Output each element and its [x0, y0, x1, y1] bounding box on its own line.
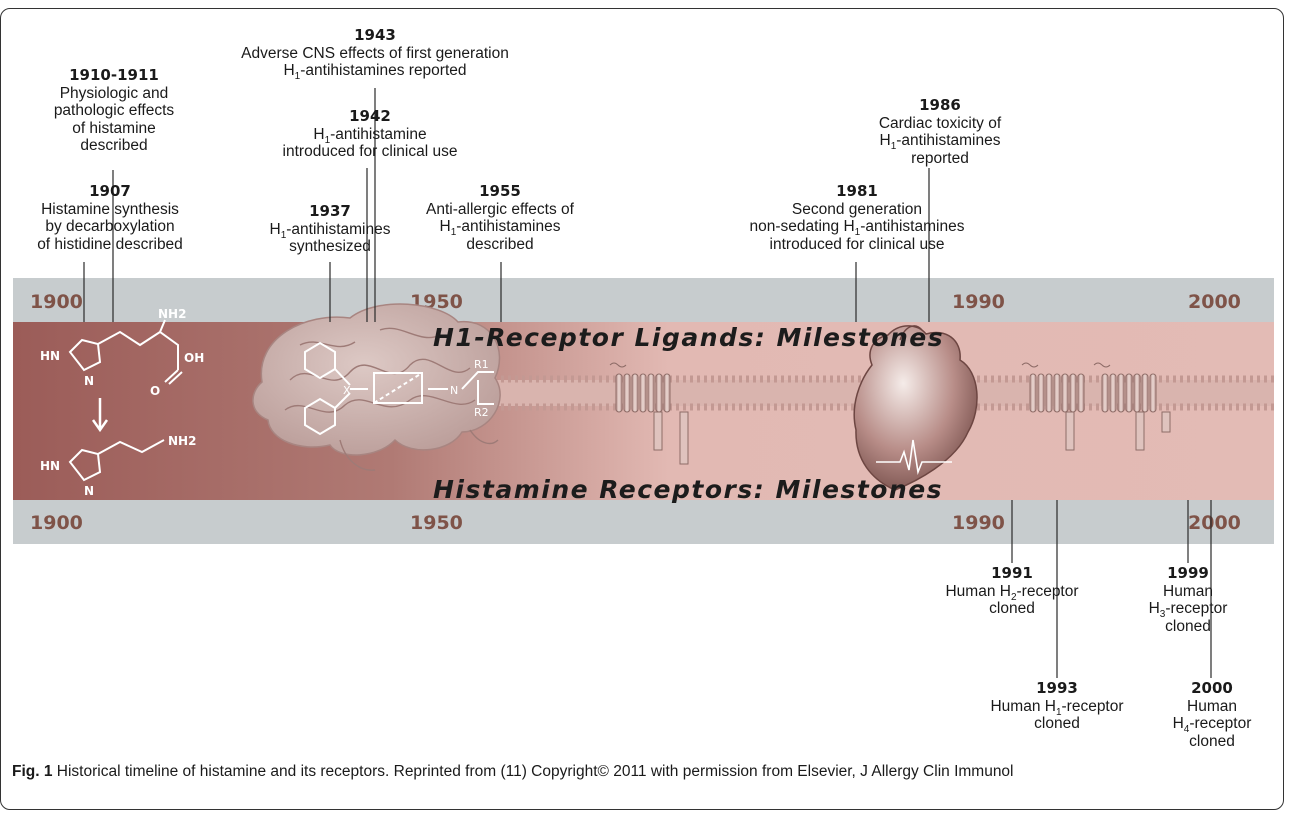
event-text: cloned — [1165, 617, 1211, 635]
event-text: Anti-allergic effects of — [426, 200, 574, 218]
top-axis-year-2000: 2000 — [1188, 291, 1241, 313]
histidine-o-label: O — [150, 384, 160, 398]
event-year: 2000 — [1191, 679, 1233, 697]
event-year: 1943 — [354, 26, 396, 44]
bottom-axis-year-1990: 1990 — [952, 512, 1005, 534]
histidine-structure — [68, 319, 183, 385]
event-text: by decarboxylation — [45, 218, 175, 235]
event-text: of histidine described — [37, 235, 183, 253]
histidine-hn-label: HN — [40, 349, 60, 363]
event-text: H1-antihistamines — [269, 220, 391, 241]
event-1937: 1937 H1-antihistamines synthesized — [252, 202, 408, 256]
event-text: Second generation — [791, 200, 923, 218]
antihistamine-structure — [304, 341, 494, 436]
event-1942: 1942 H1-antihistamine introduced for cli… — [245, 107, 495, 161]
receptor-3 — [1093, 362, 1171, 451]
event-text: Human H2-receptor — [945, 582, 1079, 603]
event-1910-1911: 1910-1911 Physiologic and pathologic eff… — [25, 66, 203, 155]
bottom-axis-year-1900: 1900 — [30, 512, 83, 534]
event-1986: 1986 Cardiac toxicity of H1-antihistamin… — [860, 96, 1020, 167]
event-text: Human H1-receptor — [990, 697, 1124, 718]
event-text: described — [80, 137, 148, 154]
event-text: Human — [1187, 697, 1237, 715]
event-text: H4-receptor — [1172, 715, 1252, 736]
figure-frame — [0, 8, 1284, 810]
top-band-title: H1-Receptor Ligands: Milestones — [433, 323, 944, 352]
bottom-axis-year-2000: 2000 — [1188, 512, 1241, 534]
event-text: H3-receptor — [1148, 600, 1228, 621]
event-text: H1-antihistamine — [313, 125, 427, 146]
event-text: H1-antihistamines — [439, 218, 561, 239]
top-axis-year-1990: 1990 — [952, 291, 1005, 313]
event-text: Cardiac toxicity of — [878, 114, 1002, 132]
event-year: 1991 — [991, 564, 1033, 582]
figure-caption: Fig. 1 Historical timeline of histamine … — [12, 762, 1252, 782]
histamine-nh2-label: NH2 — [168, 434, 196, 448]
event-year: 1907 — [89, 182, 131, 200]
event-1991: 1991 Human H2-receptor cloned — [928, 564, 1096, 618]
event-text: Adverse CNS effects of first generation — [241, 44, 509, 62]
event-text: cloned — [1189, 732, 1235, 750]
event-text: cloned — [989, 600, 1035, 617]
receptor-2 — [1021, 362, 1085, 451]
event-2000: 2000 Human H4-receptor cloned — [1160, 679, 1264, 750]
histamine-structure — [68, 439, 165, 482]
event-text: described — [466, 235, 534, 253]
event-year: 1999 — [1167, 564, 1209, 582]
event-1981: 1981 Second generation non-sedating H1-a… — [716, 182, 998, 253]
caption-label: Fig. 1 — [12, 763, 53, 780]
event-1999: 1999 Human H3-receptor cloned — [1133, 564, 1243, 635]
event-year: 1986 — [919, 96, 961, 114]
event-text: Physiologic and — [59, 84, 169, 102]
event-text: Histamine synthesis — [41, 200, 179, 218]
event-text: reported — [911, 149, 969, 167]
top-axis-year-1900: 1900 — [30, 291, 83, 313]
antihistamine-n-label: N — [450, 384, 458, 397]
receptor-1 — [609, 362, 689, 465]
reaction-arrow — [91, 398, 109, 433]
event-text: non-sedating H1-antihistamines — [749, 218, 965, 239]
event-year: 1910-1911 — [69, 66, 159, 84]
histamine-hn-label: HN — [40, 459, 60, 473]
event-text: Human — [1163, 582, 1213, 600]
event-1955: 1955 Anti-allergic effects of H1-antihis… — [405, 182, 595, 253]
bottom-axis-band — [13, 500, 1274, 544]
event-text: cloned — [1034, 715, 1080, 732]
histidine-oh-label: OH — [184, 351, 204, 365]
heart-illustration — [853, 325, 978, 491]
histidine-n-label: N — [84, 374, 94, 388]
event-year: 1937 — [309, 202, 351, 220]
bottom-band-title: Histamine Receptors: Milestones — [433, 475, 943, 504]
event-text: synthesized — [289, 238, 371, 255]
event-1943: 1943 Adverse CNS effects of first genera… — [220, 26, 530, 83]
event-year: 1981 — [836, 182, 878, 200]
bottom-axis-year-1950: 1950 — [410, 512, 463, 534]
event-text: H1-antihistamines — [879, 132, 1001, 153]
event-text: H1-antihistamines reported — [283, 62, 467, 83]
event-text: of histamine — [72, 119, 156, 137]
event-1993: 1993 Human H1-receptor cloned — [970, 679, 1144, 733]
top-axis-band — [13, 278, 1274, 322]
antihistamine-x-label: X — [343, 384, 351, 397]
event-year: 1993 — [1036, 679, 1078, 697]
event-text: pathologic effects — [53, 102, 175, 119]
event-text: introduced for clinical use — [282, 143, 458, 160]
caption-text: Historical timeline of histamine and its… — [52, 763, 1014, 780]
event-1907: 1907 Histamine synthesis by decarboxylat… — [10, 182, 210, 253]
histamine-n-label: N — [84, 484, 94, 498]
antihistamine-r1-label: R1 — [474, 358, 489, 371]
event-year: 1955 — [479, 182, 521, 200]
event-text: introduced for clinical use — [769, 235, 945, 253]
histidine-nh2-label: NH2 — [158, 307, 186, 321]
antihistamine-r2-label: R2 — [474, 406, 489, 419]
event-year: 1942 — [349, 107, 391, 125]
